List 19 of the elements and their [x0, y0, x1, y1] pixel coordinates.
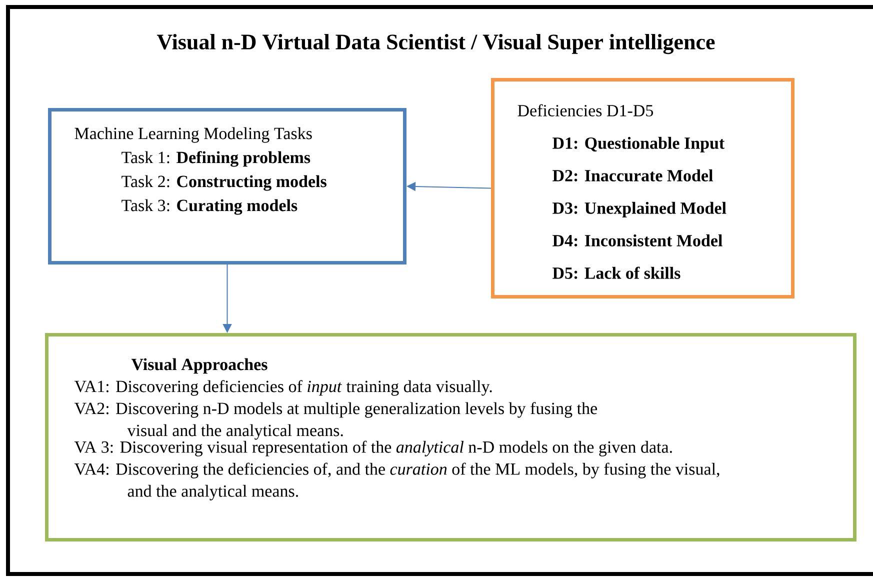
approach-box [45, 333, 856, 542]
box-heading: Visual Approaches [131, 358, 268, 374]
task-item: Task 3: Curating models [122, 199, 298, 215]
title: Visual n-D Virtual Data Scientist / Visual Super intelligence [156, 34, 715, 54]
deficiency-item: D5: Lack of skills [552, 266, 680, 279]
box-heading: Deficiencies D1-D5 [518, 104, 653, 116]
approach-item: VA 3: Discovering visual representation of the analytical n-D models on the given data. [74, 440, 672, 456]
deficiency-item: D4: Inconsistent Model [552, 234, 722, 246]
box-heading: Machine Learning Modeling Tasks [74, 127, 312, 143]
task-item: Task 1: Defining problems [122, 151, 310, 167]
approach-item: VA2: Discovering n-D models at multiple generalization levels by fusing the visual and the analytical means. [74, 402, 597, 440]
task-box [48, 108, 406, 264]
deficiency-box [491, 78, 794, 298]
approach-item: VA4: Discovering the deficiencies of, and the curation of the ML models, by fusing the visual, and the analytical means. [74, 462, 720, 500]
approach-item: VA1: Discovering deficiencies of input training data visually. [74, 380, 492, 396]
deficiency-item: D1: Questionable Input [552, 136, 725, 152]
deficiency-item: D3: Unexplained Model [552, 202, 726, 218]
task-item: Task 2: Constructing models [122, 175, 326, 191]
deficiency-item: D2: Inaccurate Model [552, 169, 713, 182]
